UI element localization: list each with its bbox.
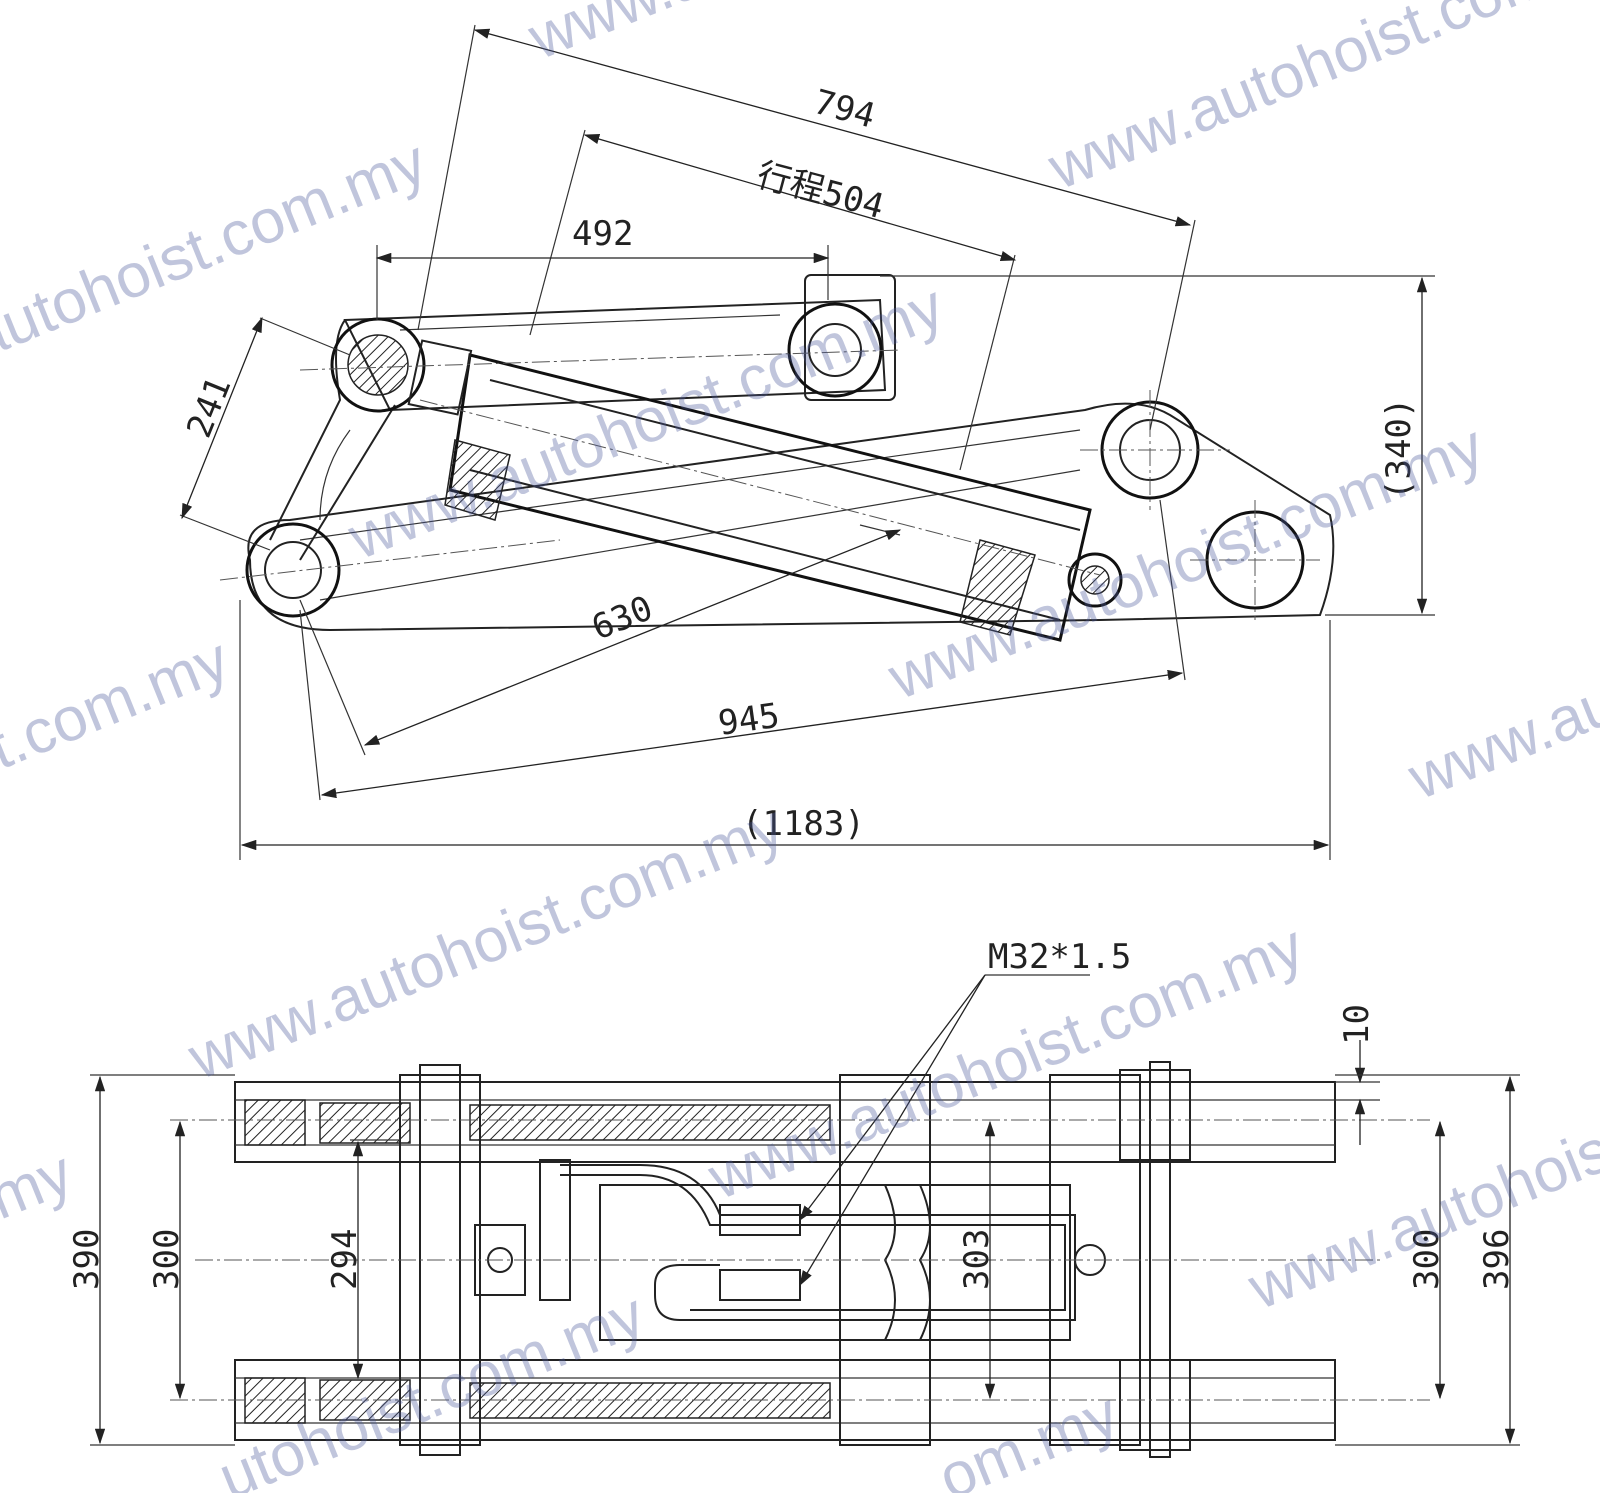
- dim-303: 303: [957, 1229, 997, 1290]
- top-left-pivot: [330, 317, 426, 413]
- dim-390: 390: [67, 1229, 107, 1290]
- dim-630: 630: [586, 588, 658, 648]
- watermark-text: www.autohoist.com.my: [1038, 0, 1600, 203]
- bottom-left-pivot: [245, 522, 341, 618]
- dim-241: 241: [179, 371, 239, 443]
- watermark-text: www.autohoist.com.my: [518, 0, 1133, 73]
- dim-945: 945: [716, 696, 782, 744]
- dim-300-right: 300: [1407, 1229, 1447, 1290]
- watermark-text: www.autohoist: [1238, 1109, 1600, 1323]
- watermark-text: www.au: [1398, 668, 1600, 814]
- upper-pivot-bracket: [804, 274, 896, 401]
- dim-10: 10: [1337, 1004, 1377, 1045]
- dim-396: 396: [1477, 1229, 1517, 1290]
- dim-300-left: 300: [147, 1229, 187, 1290]
- cylinder-body: [599, 1184, 1071, 1341]
- dim-340: (340): [1379, 398, 1419, 500]
- watermark-text: www.autohoist.com.my: [878, 412, 1493, 714]
- dim-492: 492: [572, 214, 633, 254]
- thread-callout: M32*1.5: [988, 937, 1131, 977]
- top-view: M32*1.5 10 390 300 294 303 300 396: [67, 937, 1520, 1458]
- watermark-text: www.autohoist.com.my: [178, 792, 793, 1094]
- top-right-pivot: [787, 302, 883, 398]
- watermark-text: my: [0, 1138, 82, 1233]
- hydraulic-hose: [560, 1164, 1076, 1321]
- watermark-text: t.com.my: [0, 625, 238, 783]
- dim-stroke-504: 行程504: [753, 155, 888, 227]
- side-view: 794 行程504 492 241 (340) 630 945: [179, 24, 1435, 860]
- left-frame: [269, 319, 346, 541]
- dim-794: 794: [810, 82, 880, 137]
- dim-1183: (1183): [742, 804, 865, 844]
- hydraulic-cylinder: [407, 339, 1123, 642]
- dim-294: 294: [325, 1229, 365, 1290]
- watermark-text: om.my: [929, 1379, 1127, 1493]
